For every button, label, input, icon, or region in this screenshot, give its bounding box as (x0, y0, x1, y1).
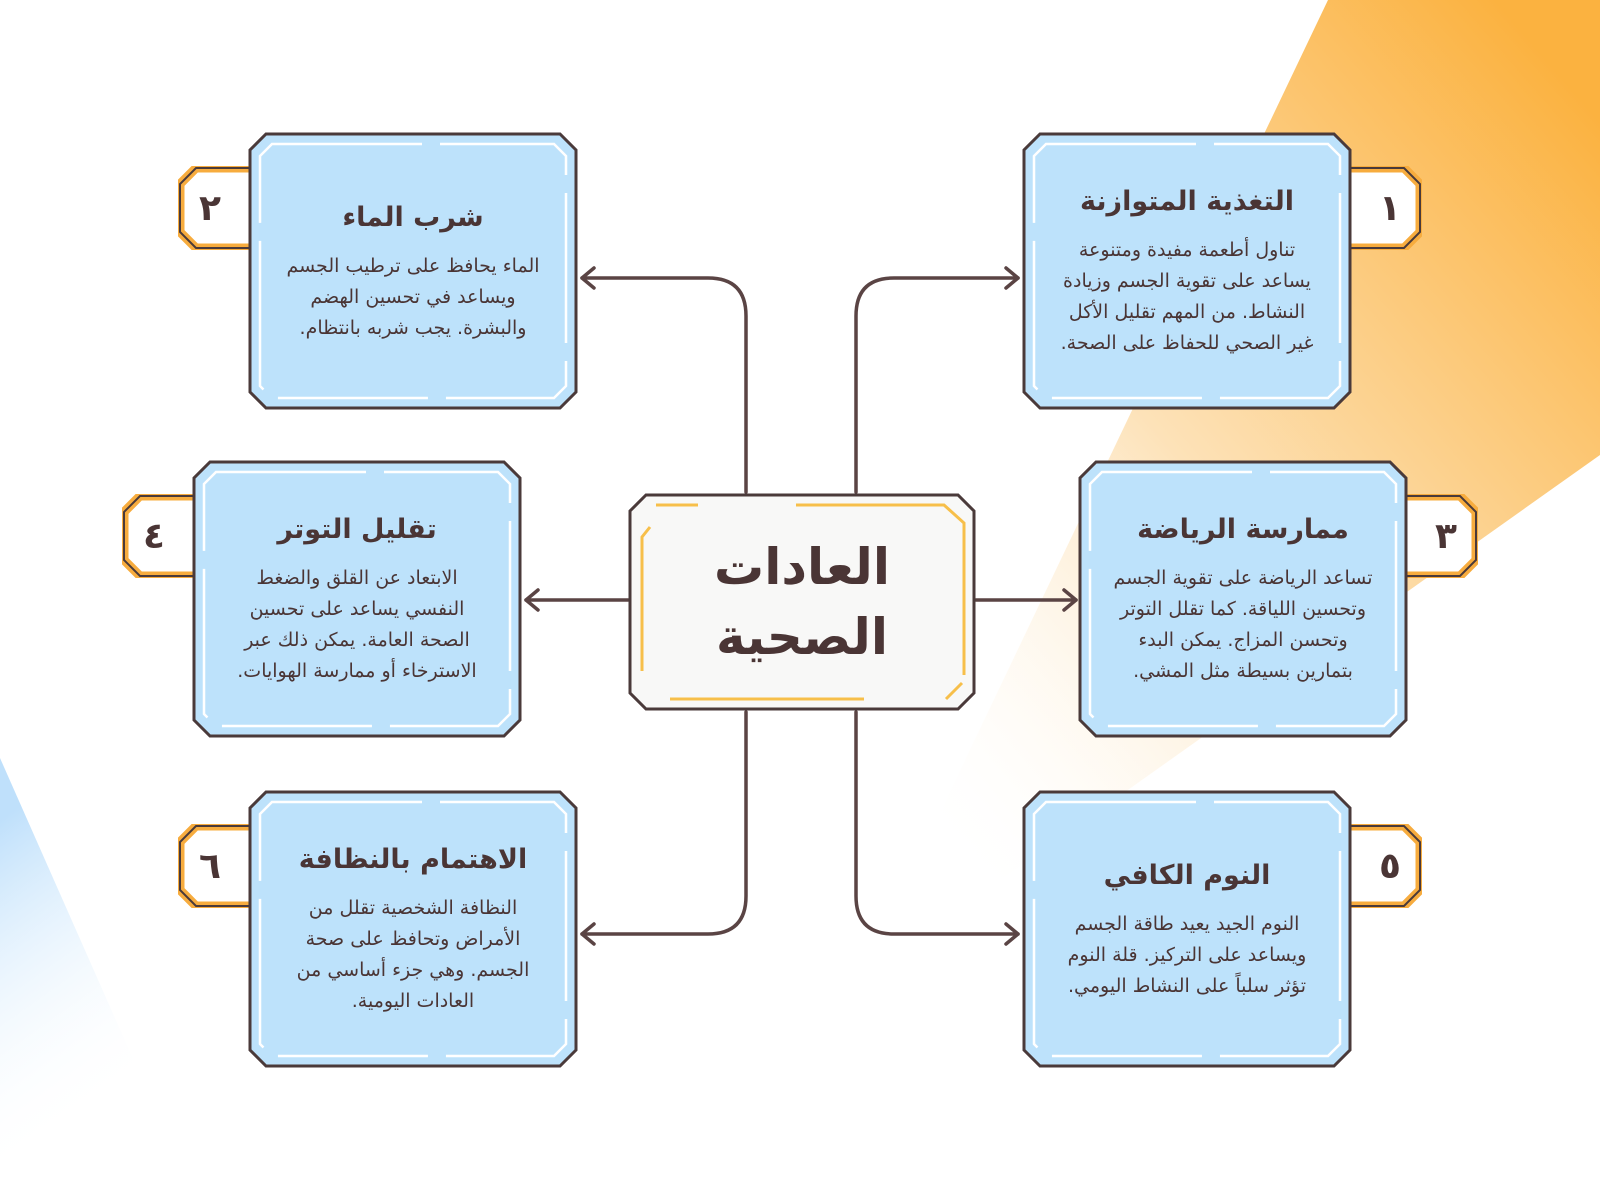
number-label-6: ٦ (199, 845, 221, 887)
card-title: التغذية المتوازنة (1080, 186, 1294, 217)
card-adequate-sleep: النوم الكافي النوم الجيد يعيد طاقة الجسم… (1022, 790, 1352, 1068)
number-tab-4: ٤ (122, 494, 210, 578)
card-title: النوم الكافي (1103, 859, 1271, 891)
card-description: تناول أطعمة مفيدة ومتنوعة يساعد على تقوي… (1060, 239, 1314, 354)
card-description: النظافة الشخصية تقلل من الأمراض وتحافظ ع… (296, 897, 530, 1012)
card-balanced-nutrition: التغذية المتوازنة تناول أطعمة مفيدة ومتن… (1022, 132, 1352, 410)
card-reduce-stress: تقليل التوتر الابتعاد عن القلق والضغط ال… (192, 460, 522, 738)
number-label-4: ٤ (143, 515, 165, 557)
card-hygiene: الاهتمام بالنظافة النظافة الشخصية تقلل م… (248, 790, 578, 1068)
card-drinking-water: شرب الماء الماء يحافظ على ترطيب الجسم وي… (248, 132, 578, 410)
card-description: الابتعاد عن القلق والضغط النفسي يساعد عل… (237, 567, 477, 682)
blue-gradient-band (0, 758, 160, 1200)
card-description: النوم الجيد يعيد طاقة الجسم ويساعد على ا… (1067, 912, 1307, 997)
card-exercise: ممارسة الرياضة تساعد الرياضة على تقوية ا… (1078, 460, 1408, 738)
card-title: تقليل التوتر (277, 514, 437, 545)
center-title: العادات الصحية (714, 538, 890, 666)
card-title: ممارسة الرياضة (1137, 514, 1349, 545)
number-tab-3: ٣ (1390, 494, 1478, 578)
card-frame (1078, 460, 1408, 738)
number-label-1: ١ (1379, 187, 1401, 229)
number-label-2: ٢ (199, 187, 221, 229)
number-label-3: ٣ (1435, 515, 1457, 557)
card-frame (1022, 790, 1352, 1068)
center-node: العادات الصحية (628, 493, 976, 711)
card-frame (1022, 132, 1352, 410)
card-frame (248, 132, 578, 410)
card-description: الماء يحافظ على ترطيب الجسم ويساعد في تح… (286, 254, 540, 339)
card-description: تساعد الرياضة على تقوية الجسم وتحسين الل… (1113, 567, 1373, 682)
card-frame (248, 790, 578, 1068)
card-title: الاهتمام بالنظافة (298, 844, 528, 875)
number-label-5: ٥ (1379, 845, 1401, 887)
number-tab-2: ٢ (178, 166, 266, 250)
card-title: شرب الماء (342, 201, 484, 233)
center-frame (628, 493, 976, 711)
card-frame (192, 460, 522, 738)
